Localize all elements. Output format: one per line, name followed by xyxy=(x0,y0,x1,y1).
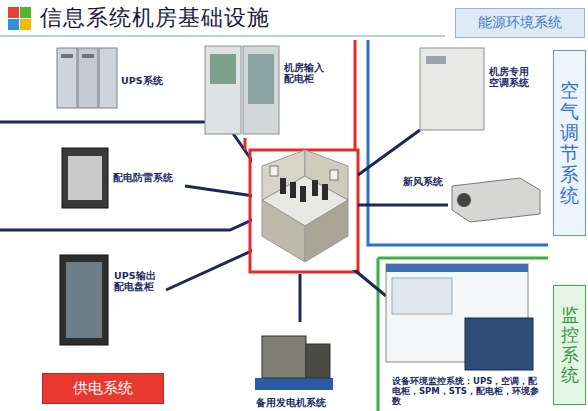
cabinet xyxy=(99,48,117,108)
item-label: 机房输入配电柜 xyxy=(284,62,328,85)
green-wire xyxy=(378,258,548,411)
input-cabinet-picture xyxy=(205,46,279,134)
wire xyxy=(166,248,258,290)
rack xyxy=(300,186,306,202)
generator-picture xyxy=(255,336,333,390)
ups-output-picture xyxy=(60,255,108,345)
fresh-air-picture xyxy=(452,178,540,222)
item-label: 机房专用空调系统 xyxy=(489,66,535,89)
panel xyxy=(248,54,274,104)
panel xyxy=(210,54,236,84)
wire xyxy=(358,130,420,175)
cabinet xyxy=(420,48,484,130)
rack xyxy=(280,178,286,194)
category-box: 供电系统 xyxy=(42,373,164,404)
aircon-picture xyxy=(420,48,484,130)
monitor-picture xyxy=(386,264,533,370)
logo-square xyxy=(20,7,31,18)
room-side xyxy=(262,200,305,262)
item-label: 配电防雷系统 xyxy=(113,172,183,183)
title-logo xyxy=(8,7,31,30)
wire xyxy=(358,204,448,207)
ac-unit xyxy=(330,170,338,180)
cabinet xyxy=(57,48,77,108)
wire xyxy=(352,268,386,296)
panel xyxy=(68,156,102,200)
page-title: 信息系统机房基础设施 xyxy=(40,3,270,33)
ac-unit xyxy=(270,166,278,176)
panel xyxy=(82,54,94,58)
panel xyxy=(426,56,446,64)
category-label: 供电系统 xyxy=(73,379,133,398)
base xyxy=(255,378,333,390)
item-label: 新风系统 xyxy=(403,176,449,187)
item-label: UPS系统 xyxy=(121,75,181,86)
glass xyxy=(66,262,102,338)
rack xyxy=(322,184,328,200)
cabinet xyxy=(60,255,108,345)
ups-picture xyxy=(57,48,117,108)
cabinet xyxy=(243,46,279,134)
room-wall xyxy=(262,150,305,200)
cabinet xyxy=(78,48,98,108)
card xyxy=(465,318,533,370)
alternator xyxy=(306,344,330,378)
logo-square xyxy=(8,7,19,18)
wire xyxy=(185,186,254,196)
window-bar xyxy=(386,264,528,272)
room-wall xyxy=(305,150,348,200)
item-label: 设备环境监控系统：UPS，空调，配电柜，SPM，STS，配电柜，环境参数 xyxy=(392,376,544,407)
gauge xyxy=(392,278,452,314)
blue-wire xyxy=(368,40,548,245)
server-room xyxy=(252,150,356,270)
category-column: 空气调节系统 xyxy=(553,50,586,236)
enclosure xyxy=(62,148,108,208)
red-wire xyxy=(245,40,358,272)
logo-square xyxy=(8,19,19,30)
item-label: UPS输出配电盘柜 xyxy=(114,270,160,293)
cabinet xyxy=(205,46,241,134)
wire xyxy=(299,274,302,322)
category-label: 能源环境系统 xyxy=(478,14,562,32)
rack xyxy=(312,180,318,196)
category-label: 监控系统 xyxy=(561,305,579,384)
wire xyxy=(0,218,256,230)
engine xyxy=(262,336,306,378)
item-label: 备用发电机系统 xyxy=(256,397,346,408)
category-box: 能源环境系统 xyxy=(455,8,585,38)
category-column: 监控系统 xyxy=(553,285,586,405)
category-label: 空气调节系统 xyxy=(560,80,579,205)
title-rule xyxy=(0,35,445,37)
surge-protection-picture xyxy=(62,148,108,208)
room-side xyxy=(305,200,348,262)
logo-square xyxy=(20,19,31,30)
unit xyxy=(452,178,540,222)
wires xyxy=(0,40,548,411)
rack xyxy=(290,182,296,198)
panel xyxy=(61,54,73,58)
duct xyxy=(457,193,471,207)
